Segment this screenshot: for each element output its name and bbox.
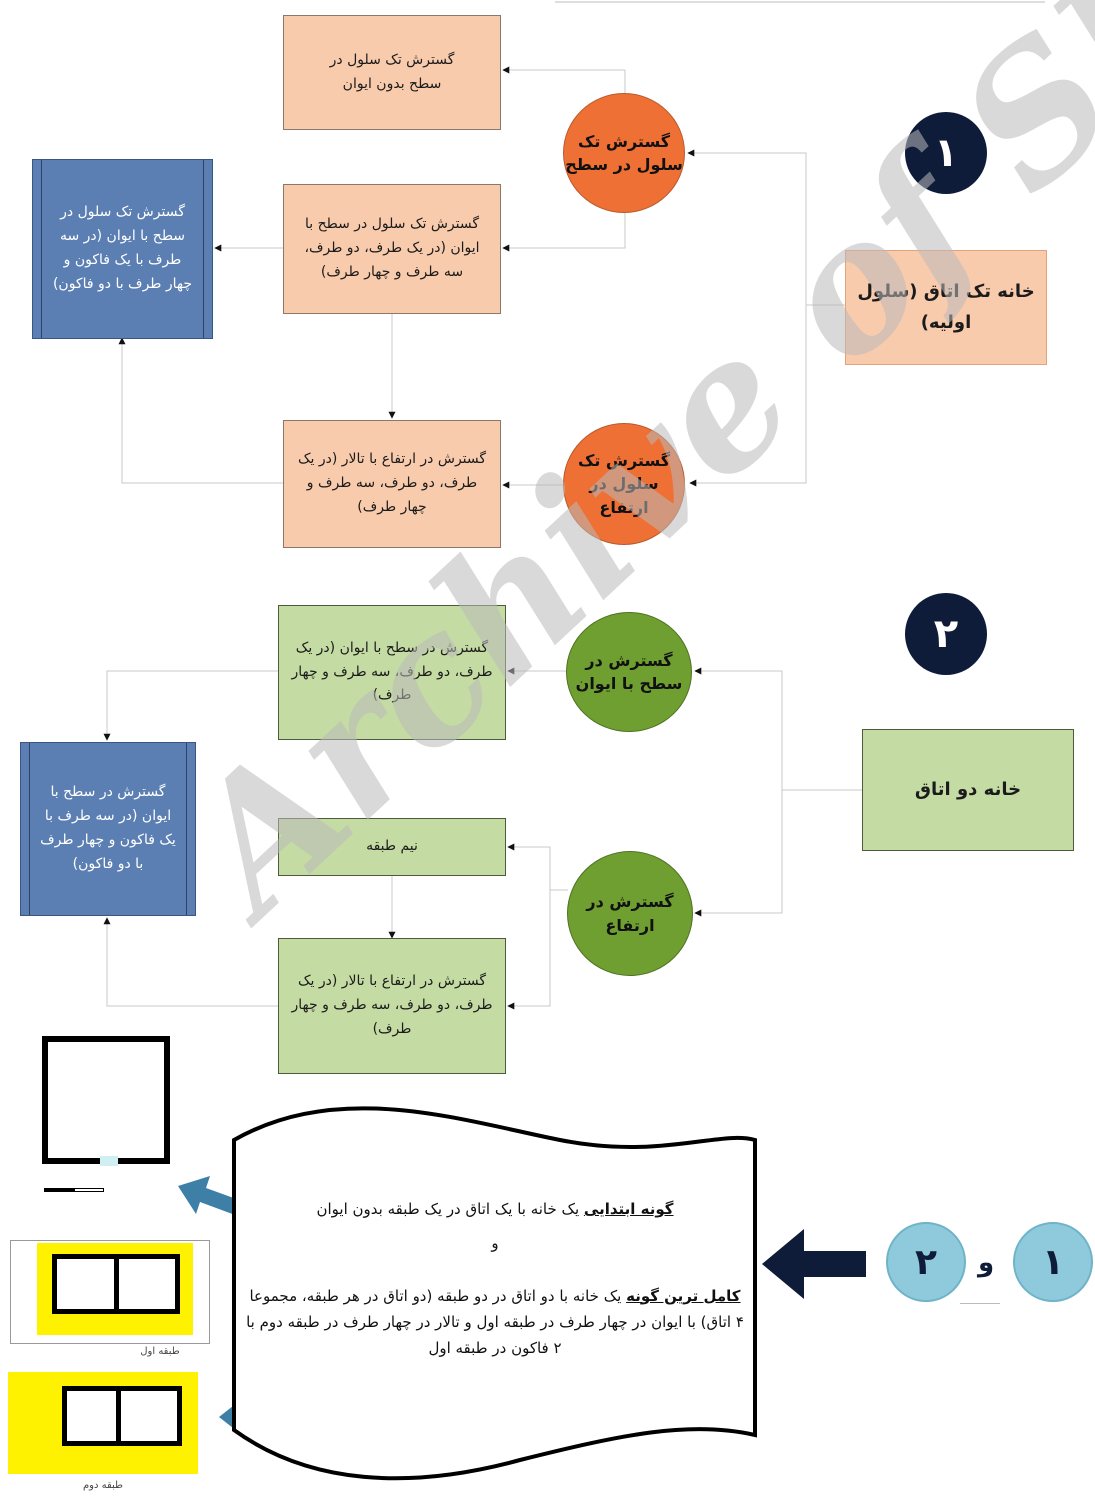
surface-no-porch-box: گسترش تک سلول در سطح بدون ایوان — [283, 15, 501, 130]
plan-first-floor: طبقه اول — [10, 1240, 210, 1368]
plan-first-floor-caption: طبقه اول — [140, 1346, 180, 1357]
surface-with-porch-box: گسترش تک سلول در سطح با ایوان (در یک طرف… — [283, 184, 501, 314]
scroll-text: گونه ابتدایی یک خانه با یک اتاق در یک طب… — [245, 1196, 745, 1361]
scroll-conjunction: و — [491, 1234, 499, 1253]
badge-two: ٢ — [905, 593, 987, 675]
complete-type-title: کامل ترین گونه — [626, 1286, 741, 1305]
navy-arrow-icon — [762, 1229, 866, 1299]
single-room-house-box: خانه تک اتاق (سلول اولیه) — [845, 250, 1047, 365]
height-hall-box: گسترش در ارتفاع با تالار (در یک طرف، دو … — [278, 938, 506, 1074]
plan-second-floor-caption: طبقه دوم — [82, 1480, 124, 1491]
single-cell-surface-circle: گسترش تک سلول در سطح — [563, 93, 685, 213]
scroll-banner-shape — [232, 1106, 757, 1481]
badge-one: ١ — [905, 112, 987, 194]
plan-single-room — [38, 1036, 174, 1196]
basic-type-line: گونه ابتدایی یک خانه با یک اتاق در یک طب… — [245, 1196, 745, 1222]
surface-with-porch-circle: گسترش در سطح با ایوان — [566, 612, 692, 732]
badge-two-light: ٢ — [886, 1222, 966, 1302]
badge-one-light: ١ — [1013, 1222, 1093, 1302]
and-label: و — [978, 1248, 995, 1278]
height-expansion-circle: گسترش در ارتفاع — [567, 851, 693, 976]
basic-type-text: یک خانه با یک اتاق در یک طبقه بدون ایوان — [316, 1200, 580, 1218]
surface-porch-box: گسترش در سطح با ایوان (در یک طرف، دو طرف… — [278, 605, 506, 740]
complete-type-line: کامل ترین گونه یک خانه با دو اتاق در دو … — [245, 1283, 745, 1362]
badge-underline — [960, 1303, 1000, 1304]
complete-type-text: یک خانه با دو اتاق در دو طبقه (دو اتاق د… — [246, 1286, 744, 1358]
plan-second-floor: طبقه دوم — [8, 1372, 208, 1497]
basic-type-title: گونه ابتدایی — [583, 1200, 674, 1218]
porch-with-faakun-box-2: گسترش در سطح با ایوان (در سه طرف با یک ف… — [20, 742, 196, 916]
height-with-hall-box: گسترش در ارتفاع با تالار (در یک طرف، دو … — [283, 420, 501, 548]
two-room-house-box: خانه دو اتاق — [862, 729, 1074, 851]
half-floor-box: نیم طبقه — [278, 818, 506, 876]
single-cell-height-circle: گسترش تک سلول در ارتفاع — [563, 423, 685, 545]
porch-with-faakun-box-1: گسترش تک سلول در سطح با ایوان (در سه طرف… — [32, 159, 213, 339]
